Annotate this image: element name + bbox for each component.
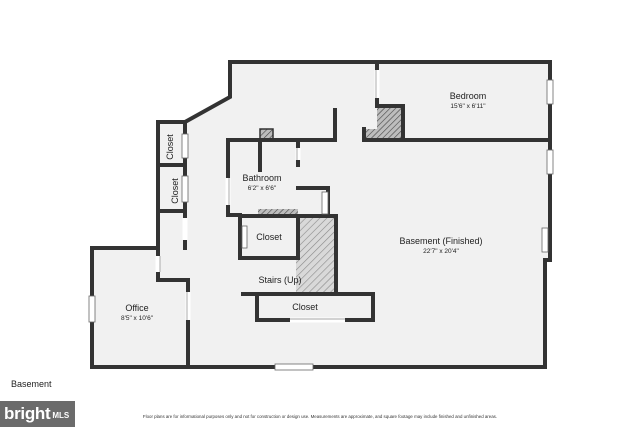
logo-brand: bright (4, 404, 51, 423)
windows (88, 79, 554, 371)
floor-label: Basement (11, 379, 52, 389)
window-basement-2 (541, 227, 549, 253)
office-name: Office (125, 303, 148, 313)
logo-suffix: MLS (52, 411, 70, 420)
closet-top-name: Closet (165, 134, 175, 160)
closet-bottom-name: Closet (292, 302, 318, 312)
door-lines (159, 70, 377, 320)
bedroom-name: Bedroom (450, 91, 487, 101)
room-labels: Bedroom 15'6" x 6'11" Bathroom 6'2" x 6'… (121, 91, 486, 322)
stairs-name: Stairs (Up) (258, 275, 301, 285)
walls (90, 60, 552, 369)
bedroom-dims: 15'6" x 6'11" (450, 103, 486, 110)
basement-name: Basement (Finished) (399, 236, 482, 246)
floor-plan: Bedroom 15'6" x 6'11" Bathroom 6'2" x 6'… (88, 60, 554, 371)
window-bottom (274, 363, 314, 371)
openings (155, 70, 380, 323)
window-closet-1 (181, 133, 189, 159)
office-dims: 8'5" x 10'6" (121, 315, 154, 322)
window-closet-2 (181, 175, 189, 203)
window-bath (321, 191, 329, 215)
closet-mid-name: Closet (256, 232, 282, 242)
bathroom-dims: 6'2" x 6'6" (248, 185, 277, 192)
bright-mls-logo: bright MLS (0, 401, 76, 427)
bathroom-name: Bathroom (242, 173, 281, 183)
basement-dims: 22'7" x 20'4" (423, 248, 459, 255)
window-basement-1 (546, 149, 554, 175)
hatched-elements (258, 106, 403, 294)
window-bedroom (546, 79, 554, 105)
closet-left-name: Closet (170, 178, 180, 204)
disclaimer-text: Floor plans are for informational purpos… (142, 414, 498, 419)
window-office (88, 295, 96, 323)
window-closet-mid (241, 225, 248, 249)
